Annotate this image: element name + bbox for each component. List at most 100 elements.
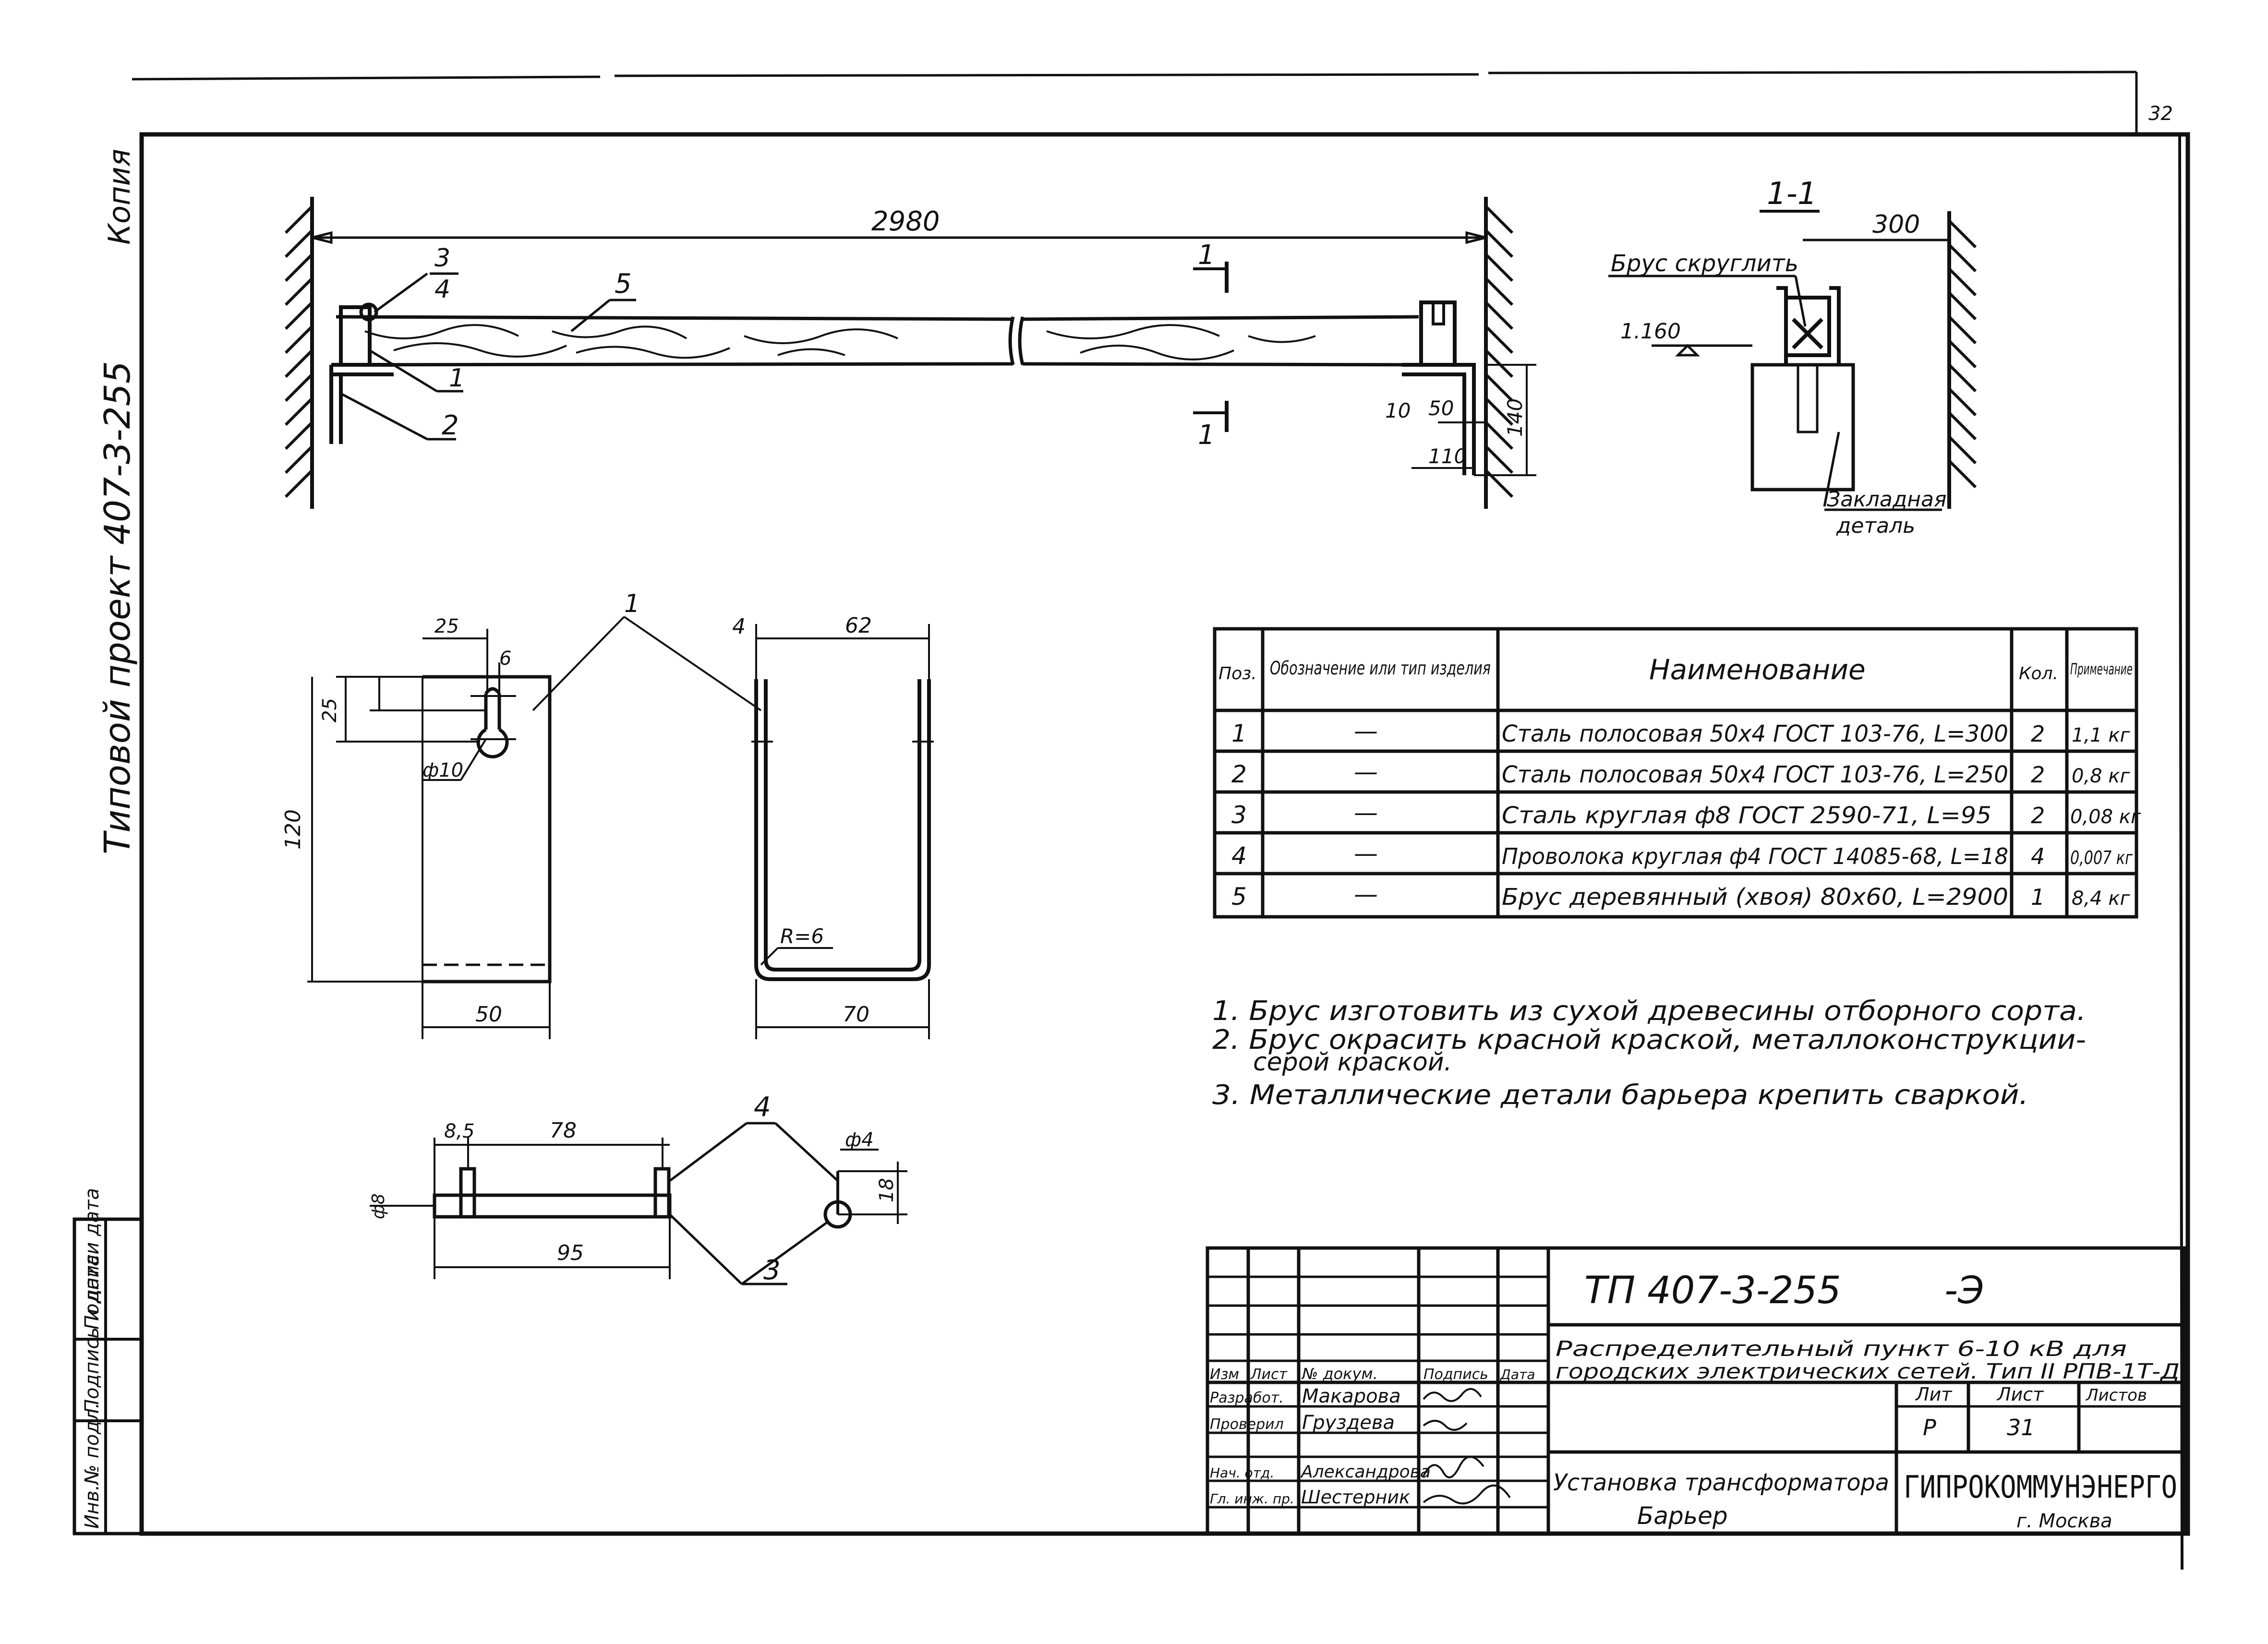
spec-row-5-qty: 1 — [2031, 884, 2045, 910]
section-label-bar: Брус скруглить — [1611, 250, 1798, 277]
note-2-continued: серой краской. — [1253, 1048, 1452, 1077]
spec-row-1-pos: 1 — [1231, 720, 1247, 747]
right-wall-hatch — [1484, 205, 1514, 498]
left-wall-hatch — [284, 205, 314, 498]
note-2: 2. Брус окрасить красной краской, металл… — [1212, 1024, 2086, 1056]
spec-row-3-name: Сталь круглая ф8 ГОСТ 2590-71, L=95 — [1502, 802, 1991, 829]
rod-dim-phi4: ф4 — [845, 1129, 874, 1151]
u-dim-62: 62 — [845, 613, 872, 638]
spec-row-4-note: 0,007 кг — [2070, 847, 2133, 868]
spec-row-4-qty: 4 — [2031, 843, 2045, 869]
plate-dim-50: 50 — [475, 1002, 502, 1027]
tb-code: ТП 407-3-255 — [1584, 1269, 1841, 1312]
note-1: 1. Брус изготовить из сухой древесины от… — [1212, 996, 2086, 1027]
wooden-bar — [336, 315, 1419, 367]
plate-outline — [422, 675, 552, 984]
tb-organization: ГИПРОКОММУНЭНЕРГО — [1904, 1470, 2177, 1505]
spec-row-1-qty: 2 — [2031, 721, 2045, 747]
rod-dim-78: 78 — [550, 1118, 577, 1143]
callout-1: 1 — [449, 364, 465, 393]
spec-row-2-qty: 2 — [2031, 762, 2045, 788]
spec-row-2-note: 0,8 кг — [2072, 765, 2130, 787]
table-row: 4 — Проволока круглая ф4 ГОСТ 14085-68, … — [1231, 840, 2133, 870]
dim-2980: 2980 — [871, 206, 940, 237]
tb-col-list: Лист — [1250, 1366, 1288, 1383]
spec-header-note: Примечание — [2070, 660, 2133, 678]
signature-2 — [1423, 1420, 1468, 1431]
spec-header-name: Наименование — [1649, 653, 1866, 686]
spec-row-5-name: Брус деревянный (хвоя) 80х60, L=2900 — [1502, 884, 2008, 911]
wood-grain — [364, 324, 1316, 360]
signature-3 — [1423, 1456, 1484, 1478]
section-1-1-view: 1-1 300 Брус скруглить 1.160 Закладная д… — [1608, 176, 1977, 538]
tb-col-izm: Изм — [1210, 1366, 1239, 1383]
spec-row-5-pos: 5 — [1231, 883, 1247, 911]
tb-col-sign: Подпись — [1424, 1366, 1488, 1383]
cut-label-bottom: 1 — [1198, 420, 1215, 451]
tb-name-2-line: Барьер — [1637, 1502, 1728, 1530]
rod-dim-18: 18 — [876, 1178, 898, 1202]
rod-dim-95: 95 — [557, 1241, 584, 1265]
corner-page-number: 32 — [2148, 103, 2173, 125]
tb-sheets-header: Листов — [2085, 1386, 2147, 1405]
left-bracket — [329, 305, 394, 444]
table-row: 2 — Сталь полосовая 50х4 ГОСТ 103-76, L=… — [1231, 758, 2130, 788]
dim-10: 10 — [1385, 399, 1411, 422]
tb-name-1: Макарова — [1302, 1385, 1401, 1407]
rod-pin-right — [653, 1167, 671, 1219]
side-stamp: Копия — [102, 149, 137, 245]
section-embedded-label-1: Закладная — [1827, 487, 1946, 512]
plate-dim-6: 6 — [499, 648, 511, 670]
spec-row-4-name: Проволока круглая ф4 ГОСТ 14085-68, L=18 — [1502, 843, 2008, 869]
u-loop-outline — [754, 679, 931, 981]
title-block: ТП 407-3-255 -Э Распределительный пункт … — [1206, 1246, 2186, 1536]
callout-5: 5 — [615, 268, 632, 300]
rod-dim-8-5: 8,5 — [444, 1120, 475, 1142]
section-title: 1-1 — [1767, 176, 1817, 212]
table-row: 1 — Сталь полосовая 50х4 ГОСТ 103-76, L=… — [1231, 717, 2130, 747]
spec-row-3-note: 0,08 кг — [2070, 806, 2141, 828]
tb-role-2: Проверил — [1210, 1416, 1284, 1433]
tb-name-2: Груздева — [1302, 1412, 1395, 1434]
dim-140: 140 — [1503, 398, 1527, 437]
spec-header-designation: Обозначение или тип изделия — [1270, 658, 1491, 679]
tb-role-3: Нач. отд. — [1210, 1465, 1274, 1481]
tb-desc-2: городских электрических сетей. Тип II РП… — [1556, 1359, 2180, 1384]
spec-row-2-pos: 2 — [1231, 760, 1247, 788]
spec-row-1-name: Сталь полосовая 50х4 ГОСТ 103-76, L=300 — [1502, 720, 2008, 747]
callout-2: 2 — [442, 410, 459, 441]
tb-desc-1: Распределительный пункт 6-10 кВ для — [1556, 1337, 2127, 1361]
sheet-frame: 32 — [132, 71, 2190, 1570]
callout-3: 3 — [434, 244, 450, 273]
left-stamp-label-3: Инв.№ подл. — [81, 1403, 103, 1529]
spec-row-1-designation: — — [1354, 717, 1378, 745]
signature-1 — [1423, 1388, 1482, 1402]
rod-detail-view: 8,5 78 95 ф8 18 ф4 4 3 — [369, 1092, 907, 1286]
spec-row-2-name: Сталь полосовая 50х4 ГОСТ 103-76, L=250 — [1502, 761, 2008, 788]
rod-callout-3: 3 — [763, 1255, 781, 1286]
tb-city: г. Москва — [2016, 1510, 2112, 1532]
rod-dim-d8: ф8 — [369, 1193, 388, 1219]
plate-dim-25-top: 25 — [434, 615, 459, 637]
tb-suffix: -Э — [1944, 1269, 1984, 1312]
spec-row-5-designation: — — [1354, 880, 1378, 908]
plate-dim-phi10: ф10 — [422, 759, 463, 781]
tb-lit-value: Р — [1923, 1415, 1936, 1440]
spec-row-3-pos: 3 — [1231, 801, 1247, 829]
table-row: 5 — Брус деревянный (хвоя) 80х60, L=2900… — [1231, 880, 2130, 911]
left-stamp-strip: Подписи дата Подпись и дата Инв.№ подл. — [72, 1188, 144, 1536]
tb-name-4: Шестерник — [1301, 1487, 1410, 1508]
dim-110: 110 — [1428, 444, 1467, 468]
tb-name-3: Александрова — [1300, 1462, 1431, 1482]
u-dim-70: 70 — [843, 1002, 869, 1027]
barrier-elevation-view: 2980 3 4 5 1 2 1 1 — [284, 197, 1536, 509]
side-project-number: Типовой проект 407-3-255 — [97, 361, 138, 854]
u-dim-r6: R=6 — [780, 924, 824, 948]
section-embedded-block — [1750, 363, 1855, 492]
tb-col-date: Дата — [1499, 1367, 1535, 1382]
spec-header-qty: Кол. — [2019, 664, 2058, 684]
tb-role-1: Разработ. — [1210, 1390, 1284, 1406]
tb-role-4: Гл. инж. пр. — [1210, 1491, 1294, 1507]
dim-50: 50 — [1428, 396, 1454, 420]
